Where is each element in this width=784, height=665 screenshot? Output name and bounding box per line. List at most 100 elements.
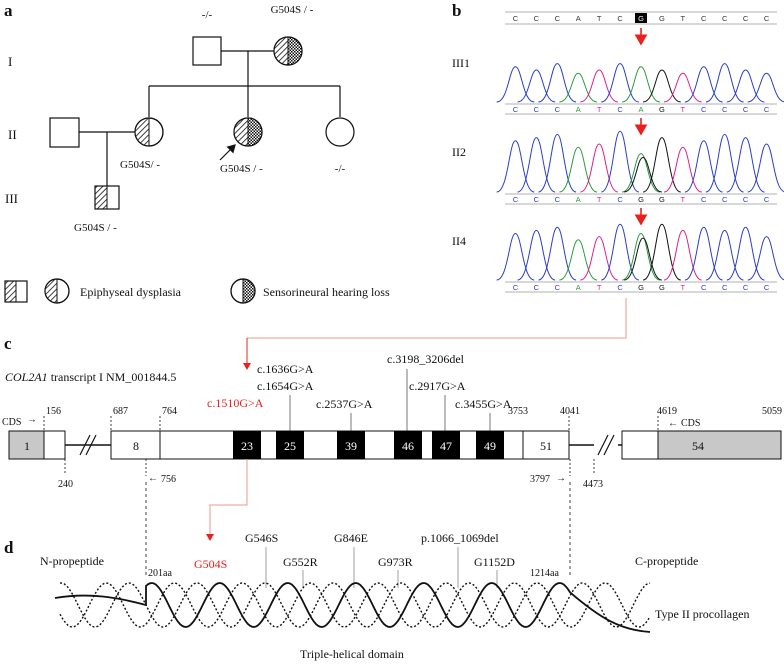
called-base: C <box>764 283 770 292</box>
cds-label-right: CDS <box>681 418 700 429</box>
pos-4473: 4473 <box>583 479 603 490</box>
exon-54-utr <box>657 430 782 460</box>
called-base: C <box>743 105 749 114</box>
trace-peak <box>601 63 640 103</box>
pedigree-II4-proband <box>233 117 263 147</box>
trace-peak <box>726 69 765 103</box>
mutation-c2917: c.2917G>A <box>409 379 466 393</box>
proband-arrow <box>219 144 236 161</box>
trace-peak <box>580 236 619 281</box>
genotype-I1: -/- <box>202 9 213 21</box>
exon-1-coding <box>43 430 66 460</box>
pos-156: 156 <box>46 406 61 417</box>
exon-8-label: 8 <box>133 439 139 453</box>
pos-687: 687 <box>113 406 128 417</box>
variant-G1152D: G1152D <box>474 555 515 569</box>
trace-peak <box>517 229 556 281</box>
variant-p1066: p.1066_1069del <box>421 531 499 545</box>
triple-helix <box>54 582 651 633</box>
variant-G546S: G546S <box>245 531 278 545</box>
trace-peak <box>705 133 744 193</box>
generation-label-1: I <box>8 54 12 69</box>
trace-peak <box>623 237 663 281</box>
trace-peak <box>538 133 577 193</box>
trace-peak <box>517 69 556 103</box>
track-label-II4: II4 <box>452 234 466 248</box>
ref-base: T <box>597 14 602 23</box>
exon-49-label: 49 <box>484 439 496 453</box>
called-base: C <box>513 195 519 204</box>
panel-label-b: b <box>452 1 461 20</box>
exon-54-coding <box>621 430 659 460</box>
exon-47-label: 47 <box>440 439 452 453</box>
trace-peak <box>684 140 723 193</box>
called-base: C <box>743 195 749 204</box>
called-base: C <box>722 283 728 292</box>
panel-c: c COL2A1 transcript I NM_001844.5 c.1510… <box>2 334 782 490</box>
called-base: C <box>555 283 561 292</box>
called-base: C <box>617 195 623 204</box>
called-base: C <box>513 283 519 292</box>
ref-base: G <box>659 14 665 23</box>
connector-c-d <box>145 459 571 578</box>
ref-base: C <box>722 14 728 23</box>
pos-3753: 3753 <box>508 406 528 417</box>
called-base: G <box>659 283 665 292</box>
trace-peak <box>642 223 681 281</box>
exon-23 <box>233 431 261 459</box>
called-base: C <box>743 283 749 292</box>
pedigree-III1-male <box>94 185 120 210</box>
trace-peak <box>747 236 784 281</box>
cds-label-left: CDS <box>2 417 21 428</box>
called-base: C <box>534 195 540 204</box>
ref-base: C <box>617 14 623 23</box>
variant-G846E: G846E <box>334 531 368 545</box>
mutation-c3198: c.3198_3206del <box>387 352 465 366</box>
called-base: G <box>638 283 644 292</box>
called-base: G <box>659 105 665 114</box>
trace-peak <box>726 226 765 281</box>
mutation-c1510: c.1510G>A <box>207 396 264 410</box>
trace-peak <box>747 72 784 103</box>
ref-base: T <box>681 14 686 23</box>
variant-G552R: G552R <box>283 555 318 569</box>
trace-peak <box>663 146 702 193</box>
pos-5059: 5059 <box>762 406 782 417</box>
trace-peak <box>747 143 784 193</box>
exon-46-label: 46 <box>402 439 414 453</box>
exon-49 <box>476 431 504 459</box>
ref-base: C <box>701 14 707 23</box>
pedigree-II2-female <box>134 117 164 147</box>
variant-G504S: G504S <box>194 557 227 571</box>
trace-peak <box>580 69 619 103</box>
ref-base: C <box>534 14 540 23</box>
genotype-II2: G504S/ - <box>120 159 160 171</box>
trace-peak <box>601 223 640 281</box>
trace-peak <box>705 229 744 281</box>
called-base: C <box>555 105 561 114</box>
helix-strand-dotted-2 <box>59 582 651 628</box>
mutation-c1636: c.1636G>A <box>257 362 314 376</box>
exon-25 <box>276 431 304 459</box>
exon-47 <box>432 431 460 459</box>
cds-arrow-right: ← <box>668 418 678 429</box>
helix-strand-dotted-1 <box>60 582 651 628</box>
exon-1-label: 1 <box>24 439 30 453</box>
aa201-label: 201aa <box>148 568 172 579</box>
ref-base: A <box>576 14 581 23</box>
called-base: C <box>617 283 623 292</box>
legend-hearing-label: Sensorineural hearing loss <box>263 285 390 299</box>
called-base: C <box>701 195 707 204</box>
legend-epiphyseal-label: Epiphyseal dysplasia <box>80 285 182 299</box>
trace-peak <box>663 72 702 103</box>
ref-base: C <box>743 14 749 23</box>
trace-peak <box>559 72 598 103</box>
gene-title: COL2A1 transcript I NM_001844.5 <box>5 370 176 384</box>
called-base: A <box>576 195 581 204</box>
called-base: G <box>659 195 665 204</box>
genotype-II5: -/- <box>335 163 346 175</box>
gene-transcript: transcript I NM_001844.5 <box>48 370 177 384</box>
